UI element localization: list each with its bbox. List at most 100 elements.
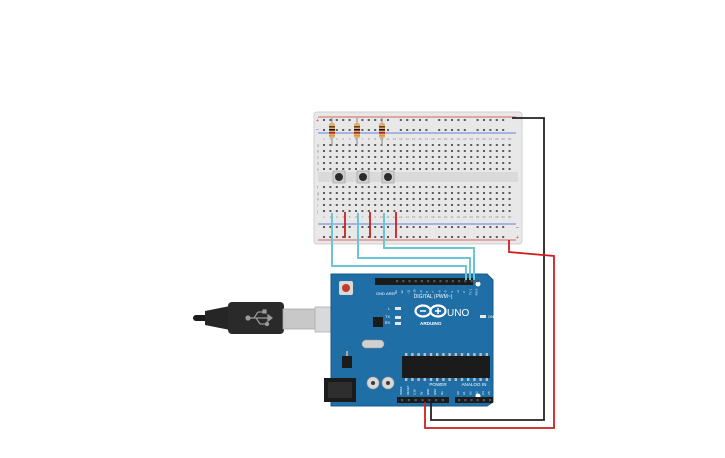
breadboard-hole[interactable] (470, 150, 473, 152)
breadboard-hole[interactable] (393, 162, 396, 164)
breadboard-hole[interactable] (476, 186, 479, 188)
breadboard-hole[interactable] (444, 186, 447, 188)
rail-hole[interactable] (329, 119, 332, 121)
breadboard-hole[interactable] (451, 192, 453, 194)
breadboard-hole[interactable] (476, 150, 479, 152)
rail-hole[interactable] (489, 226, 492, 228)
analog-pin[interactable] (482, 399, 485, 402)
breadboard-hole[interactable] (323, 162, 325, 164)
breadboard-hole[interactable] (502, 144, 505, 146)
breadboard-hole[interactable] (374, 198, 377, 200)
breadboard-hole[interactable] (425, 144, 428, 146)
breadboard-hole[interactable] (380, 162, 383, 164)
rail-hole[interactable] (444, 129, 447, 131)
breadboard-hole[interactable] (463, 210, 466, 212)
rail-hole[interactable] (463, 129, 466, 131)
breadboard-hole[interactable] (412, 192, 415, 194)
rail-hole[interactable] (463, 226, 466, 228)
digital-pin[interactable] (451, 280, 454, 283)
breadboard-hole[interactable] (323, 168, 325, 170)
rail-hole[interactable] (451, 129, 453, 131)
digital-pin[interactable] (420, 280, 423, 283)
breadboard-hole[interactable] (431, 186, 434, 188)
breadboard-hole[interactable] (355, 192, 357, 194)
rail-hole[interactable] (502, 129, 505, 131)
breadboard-hole[interactable] (393, 150, 396, 152)
breadboard-hole[interactable] (380, 192, 383, 194)
breadboard-hole[interactable] (361, 144, 364, 146)
breadboard-hole[interactable] (508, 168, 511, 170)
rail-hole[interactable] (374, 236, 377, 238)
rail-hole[interactable] (476, 129, 479, 131)
breadboard-hole[interactable] (329, 210, 332, 212)
breadboard-hole[interactable] (380, 156, 383, 158)
breadboard-hole[interactable] (489, 150, 492, 152)
breadboard-hole[interactable] (476, 192, 479, 194)
breadboard-hole[interactable] (495, 186, 498, 188)
breadboard-hole[interactable] (476, 198, 479, 200)
breadboard-hole[interactable] (399, 168, 402, 170)
power-pin[interactable] (407, 399, 410, 402)
breadboard-hole[interactable] (425, 162, 428, 164)
breadboard-hole[interactable] (431, 210, 434, 212)
breadboard-hole[interactable] (495, 210, 498, 212)
breadboard-hole[interactable] (425, 204, 428, 206)
breadboard-hole[interactable] (399, 186, 402, 188)
rail-hole[interactable] (476, 119, 479, 121)
rail-hole[interactable] (425, 236, 428, 238)
breadboard-hole[interactable] (495, 150, 498, 152)
breadboard-hole[interactable] (348, 144, 351, 146)
breadboard-hole[interactable] (342, 156, 345, 158)
rail-hole[interactable] (380, 226, 383, 228)
breadboard-hole[interactable] (361, 204, 364, 206)
breadboard-hole[interactable] (380, 198, 383, 200)
breadboard-hole[interactable] (438, 204, 441, 206)
breadboard-hole[interactable] (508, 162, 511, 164)
breadboard-hole[interactable] (451, 156, 453, 158)
breadboard-hole[interactable] (419, 186, 421, 188)
rail-hole[interactable] (419, 236, 421, 238)
breadboard-hole[interactable] (483, 198, 485, 200)
breadboard-hole[interactable] (470, 198, 473, 200)
breadboard-hole[interactable] (483, 192, 485, 194)
digital-pin[interactable] (433, 280, 436, 283)
breadboard-hole[interactable] (457, 156, 460, 158)
digital-pin[interactable] (439, 280, 442, 283)
breadboard-hole[interactable] (361, 168, 364, 170)
breadboard-hole[interactable] (329, 168, 332, 170)
breadboard-hole[interactable] (348, 192, 351, 194)
signal-wire-1[interactable] (331, 213, 467, 280)
breadboard-hole[interactable] (444, 156, 447, 158)
breadboard-hole[interactable] (483, 168, 485, 170)
rail-hole[interactable] (348, 129, 351, 131)
breadboard-hole[interactable] (495, 198, 498, 200)
resistors[interactable] (329, 118, 385, 146)
breadboard-hole[interactable] (463, 186, 466, 188)
rail-hole[interactable] (342, 119, 345, 121)
breadboard-hole[interactable] (348, 156, 351, 158)
breadboard-hole[interactable] (406, 144, 409, 146)
breadboard-hole[interactable] (335, 186, 338, 188)
breadboard-hole[interactable] (495, 156, 498, 158)
breadboard-hole[interactable] (444, 204, 447, 206)
digital-pin[interactable] (408, 280, 411, 283)
breadboard-hole[interactable] (380, 204, 383, 206)
breadboard-hole[interactable] (342, 210, 345, 212)
rail-hole[interactable] (387, 236, 389, 238)
breadboard-hole[interactable] (348, 198, 351, 200)
power-pin[interactable] (421, 399, 424, 402)
breadboard-hole[interactable] (419, 198, 421, 200)
breadboard-hole[interactable] (476, 204, 479, 206)
breadboard-hole[interactable] (348, 168, 351, 170)
breadboard-hole[interactable] (380, 186, 383, 188)
breadboard-hole[interactable] (393, 198, 396, 200)
breadboard-hole[interactable] (470, 192, 473, 194)
breadboard-hole[interactable] (489, 198, 492, 200)
breadboard-hole[interactable] (457, 186, 460, 188)
breadboard-hole[interactable] (387, 162, 389, 164)
breadboard-hole[interactable] (374, 192, 377, 194)
breadboard-hole[interactable] (387, 156, 389, 158)
breadboard-hole[interactable] (348, 204, 351, 206)
rail-hole[interactable] (406, 236, 409, 238)
breadboard-hole[interactable] (348, 150, 351, 152)
